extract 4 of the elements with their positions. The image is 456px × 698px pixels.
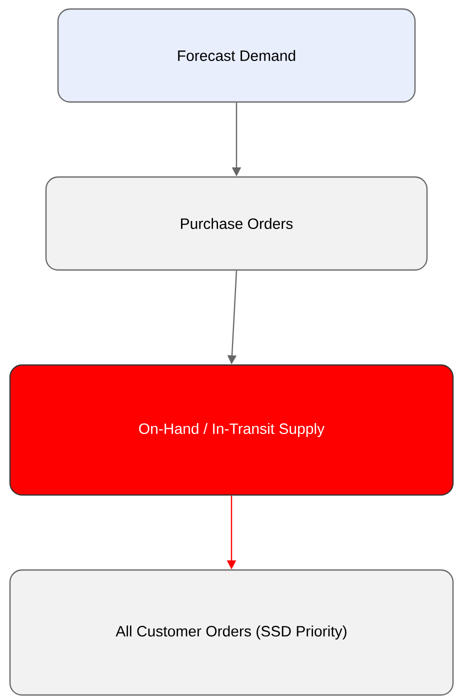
process-box: Purchase Orders — [45, 176, 428, 271]
process-box: On-Hand / In-Transit Supply — [9, 364, 454, 496]
process-box: All Customer Orders (SSD Priority) — [9, 569, 454, 696]
process-box: Forecast Demand — [57, 8, 416, 103]
